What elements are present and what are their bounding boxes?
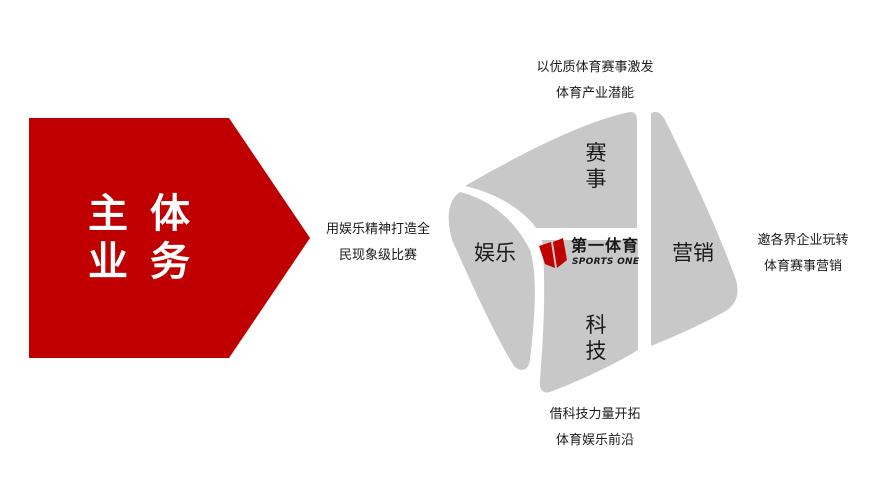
caption-bottom: 借科技力量开拓 体育娱乐前沿: [530, 402, 660, 454]
caption-top: 以优质体育赛事激发 体育产业潜能: [520, 55, 670, 107]
segment-left-shape: [448, 192, 535, 370]
segment-right-label: 营销: [672, 241, 714, 265]
caption-line: 用娱乐精神打造全: [325, 222, 430, 237]
segment-left-label: 娱乐: [474, 241, 516, 265]
banner-title: 主 体 业 务: [77, 190, 207, 286]
segment-bottom-label: 科技: [583, 312, 609, 364]
caption-line: 借科技力量开拓: [549, 407, 641, 422]
caption-line: 以优质体育赛事激发: [536, 60, 654, 75]
banner-char: 主: [88, 191, 128, 237]
caption-line: 民现象级比赛: [338, 248, 417, 263]
logo-name-cn: 第一体育: [571, 236, 640, 255]
segment-label-text: 赛事: [585, 141, 607, 191]
banner-char: 体: [150, 191, 190, 237]
segment-top-label: 赛事: [583, 140, 609, 192]
banner-char: 业: [88, 239, 128, 285]
segment-diagram: 赛事 娱乐 营销 科技: [440, 100, 750, 400]
caption-line: 体育娱乐前沿: [555, 433, 634, 448]
caption-line: 邀各界企业玩转: [757, 233, 849, 248]
segment-bottom-shape: [539, 240, 638, 393]
banner-arrow-shape: [29, 118, 310, 358]
caption-line: 体育赛事营销: [763, 259, 842, 274]
segment-label-text: 科技: [585, 313, 607, 363]
caption-line: 体育产业潜能: [555, 86, 634, 101]
segment-right-shape: [651, 111, 738, 346]
caption-right: 邀各界企业玩转 体育赛事营销: [748, 228, 858, 280]
logo-mark-icon: [539, 238, 567, 268]
caption-left: 用娱乐精神打造全 民现象级比赛: [318, 217, 438, 269]
sports-one-logo: 第一体育 SPORTS ONE: [539, 236, 651, 270]
segment-top-shape: [465, 112, 637, 228]
logo-name-en: SPORTS ONE: [572, 257, 640, 267]
banner-char: 务: [150, 239, 190, 285]
segment-shapes: [448, 111, 738, 393]
main-business-banner: 主 体 业 务: [29, 118, 310, 358]
